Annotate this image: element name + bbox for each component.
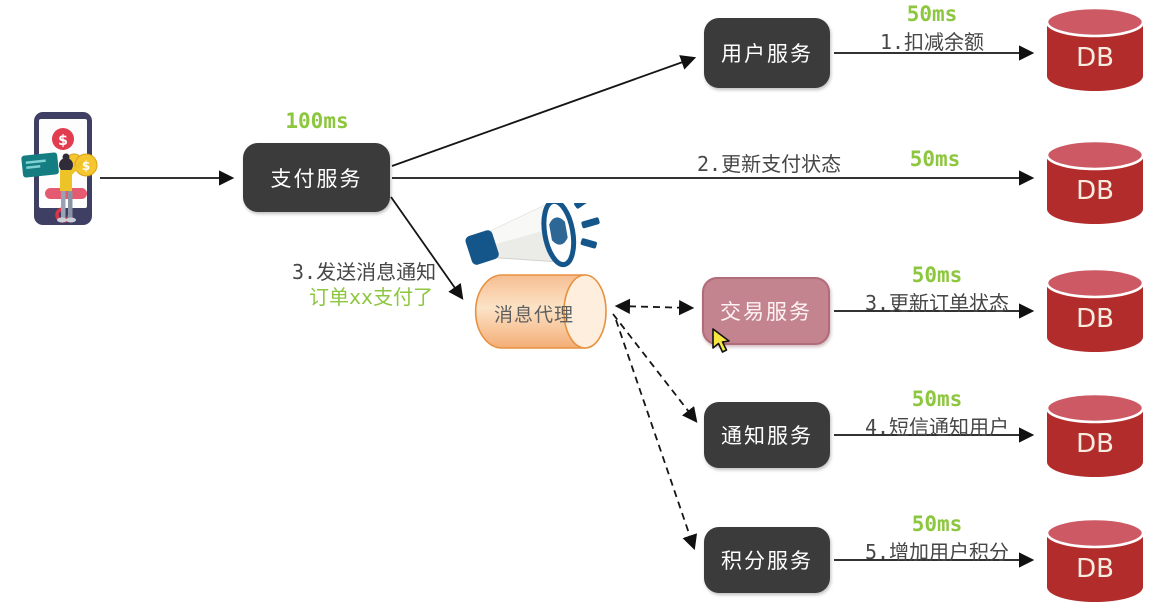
database-cylinder-5: DB — [1044, 517, 1146, 605]
credit-card-icon — [21, 152, 59, 178]
step-deduct-balance: 1.扣减余额 — [879, 30, 985, 54]
step-add-points: 5.增加用户积分 — [864, 540, 1010, 564]
db-label: DB — [1076, 429, 1114, 459]
edge-payment-to-user-service — [391, 55, 697, 167]
notify-service-label: 通知服务 — [721, 424, 813, 448]
database-cylinder-2: DB — [1044, 139, 1146, 227]
user-service-label: 用户服务 — [721, 42, 813, 66]
db-label: DB — [1076, 176, 1114, 206]
database-cylinder-4: DB — [1044, 392, 1146, 480]
payment-service-label: 支付服务 — [270, 166, 363, 191]
step-send-message: 3.发送消息通知 — [292, 260, 437, 284]
latency-add-points: 50ms — [911, 512, 963, 536]
step-update-order: 3.更新订单状态 — [864, 291, 1010, 315]
latency-update-order: 50ms — [911, 263, 963, 287]
svg-text:$: $ — [58, 133, 68, 149]
notify-service-node: 通知服务 — [704, 402, 830, 468]
step-update-payment: 2.更新支付状态 — [697, 152, 842, 176]
db-label: DB — [1076, 304, 1114, 334]
edge-broker-to-points-service — [615, 319, 698, 551]
trade-service-label: 交易服务 — [720, 300, 812, 324]
latency-update-payment: 50ms — [909, 147, 961, 171]
db-label: DB — [1076, 43, 1114, 73]
dollar-badge-icon — [52, 128, 74, 150]
database-cylinder-1: DB — [1044, 6, 1146, 94]
points-service-node: 积分服务 — [704, 527, 830, 593]
megaphone-icon — [460, 194, 600, 289]
latency-deduct: 50ms — [906, 2, 958, 26]
step-sms-notify: 4.短信通知用户 — [864, 415, 1010, 439]
note-order-paid: 订单xx支付了 — [309, 285, 434, 309]
database-cylinder-3: DB — [1044, 267, 1146, 355]
edge-broker-to-notify-service — [612, 313, 698, 423]
edge-broker-to-trade-service — [614, 298, 695, 316]
db-label: DB — [1076, 554, 1114, 584]
latency-sms-notify: 50ms — [911, 387, 963, 411]
mouse-cursor-icon — [710, 327, 736, 359]
message-broker-node — [468, 272, 612, 356]
svg-text:$: $ — [82, 159, 90, 173]
pay-button-shape — [45, 188, 87, 199]
coin-icon — [74, 153, 98, 177]
latency-payment: 100ms — [285, 109, 349, 133]
payment-user-illustration: $ $ — [20, 108, 106, 244]
user-service-node: 用户服务 — [704, 18, 830, 88]
trade-service-node: 交易服务 — [702, 277, 830, 345]
person-figure — [57, 153, 83, 223]
message-broker-label: 消息代理 — [493, 304, 574, 326]
points-service-label: 积分服务 — [721, 549, 813, 573]
payment-service-node: 支付服务 — [243, 143, 390, 212]
